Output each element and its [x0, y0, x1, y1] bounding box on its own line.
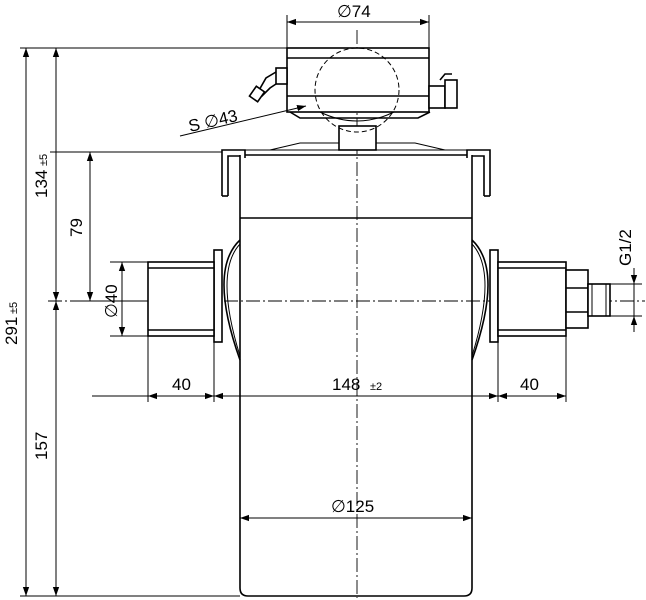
dimension-lines — [22, 18, 638, 596]
thread-label: G1/2 — [616, 229, 635, 266]
sphere-diameter-label: S ∅43 — [187, 106, 240, 136]
port-height-label: 79 — [67, 218, 86, 237]
total-height-label: 291 — [2, 317, 21, 345]
thread-group: G1/2 — [616, 229, 635, 266]
top-collar — [221, 142, 491, 197]
right-port-length-label: 40 — [520, 375, 539, 394]
top-diameter-label: ∅74 — [337, 2, 371, 21]
upper-height-tol: ±5 — [38, 154, 50, 166]
total-height-group: 291 ±5 — [2, 302, 21, 345]
left-port-length-label: 40 — [172, 375, 191, 394]
head-side-fitting — [428, 73, 458, 109]
port-spacing-tol: ±2 — [370, 381, 382, 393]
port-spacing-label: 148 — [332, 375, 360, 394]
left-port — [147, 239, 241, 361]
port-height-group: 79 — [67, 218, 86, 237]
port-diameter-label: ∅40 — [102, 284, 121, 318]
grease-nipple — [248, 67, 288, 103]
lower-height-label: 157 — [32, 432, 51, 460]
upper-height-label: 134 — [32, 170, 51, 198]
extension-lines — [20, 15, 642, 597]
right-port — [471, 239, 611, 361]
total-height-tol: ±5 — [8, 302, 20, 314]
port-diameter-group: ∅40 — [102, 284, 121, 318]
lower-height-group: 157 — [32, 432, 51, 460]
cylinder-barrel — [239, 155, 473, 597]
upper-height-group: 134 ±5 — [32, 154, 51, 198]
head-block — [248, 47, 458, 151]
body-diameter-label: ∅125 — [331, 497, 374, 516]
